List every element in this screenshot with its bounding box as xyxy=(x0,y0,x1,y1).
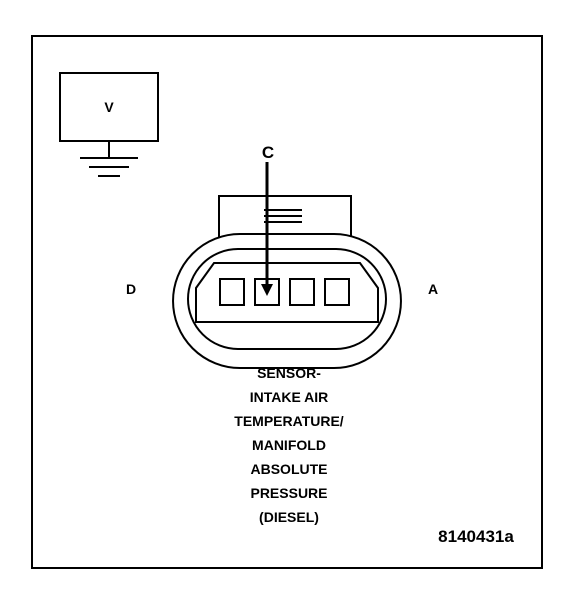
connector-pin-cavity xyxy=(195,262,379,323)
figure-id: 8140431a xyxy=(438,527,514,546)
terminal-a xyxy=(324,278,350,306)
left-pin-label: D xyxy=(126,281,136,297)
connector-inner-shell xyxy=(187,248,387,350)
voltmeter-label: V xyxy=(104,99,114,115)
caption-line: TEMPERATURE/ xyxy=(234,413,344,429)
caption-line: INTAKE AIR xyxy=(250,389,329,405)
right-pin-label: A xyxy=(428,281,438,297)
terminal-d xyxy=(219,278,245,306)
connector-outer-shell xyxy=(172,233,402,369)
arrow-pin-label: C xyxy=(262,143,274,162)
terminal-b xyxy=(289,278,315,306)
connector-latch xyxy=(218,195,352,239)
caption-line: PRESSURE xyxy=(250,485,327,501)
component-caption: SENSOR- INTAKE AIR TEMPERATURE/ MANIFOLD… xyxy=(234,365,344,525)
caption-line: (DIESEL) xyxy=(259,509,319,525)
probe-arrow xyxy=(261,162,273,296)
ground-icon xyxy=(80,141,138,177)
caption-line: SENSOR- xyxy=(257,365,321,381)
caption-line: ABSOLUTE xyxy=(251,461,328,477)
caption-line: MANIFOLD xyxy=(252,437,326,453)
diagram-frame xyxy=(31,35,543,569)
